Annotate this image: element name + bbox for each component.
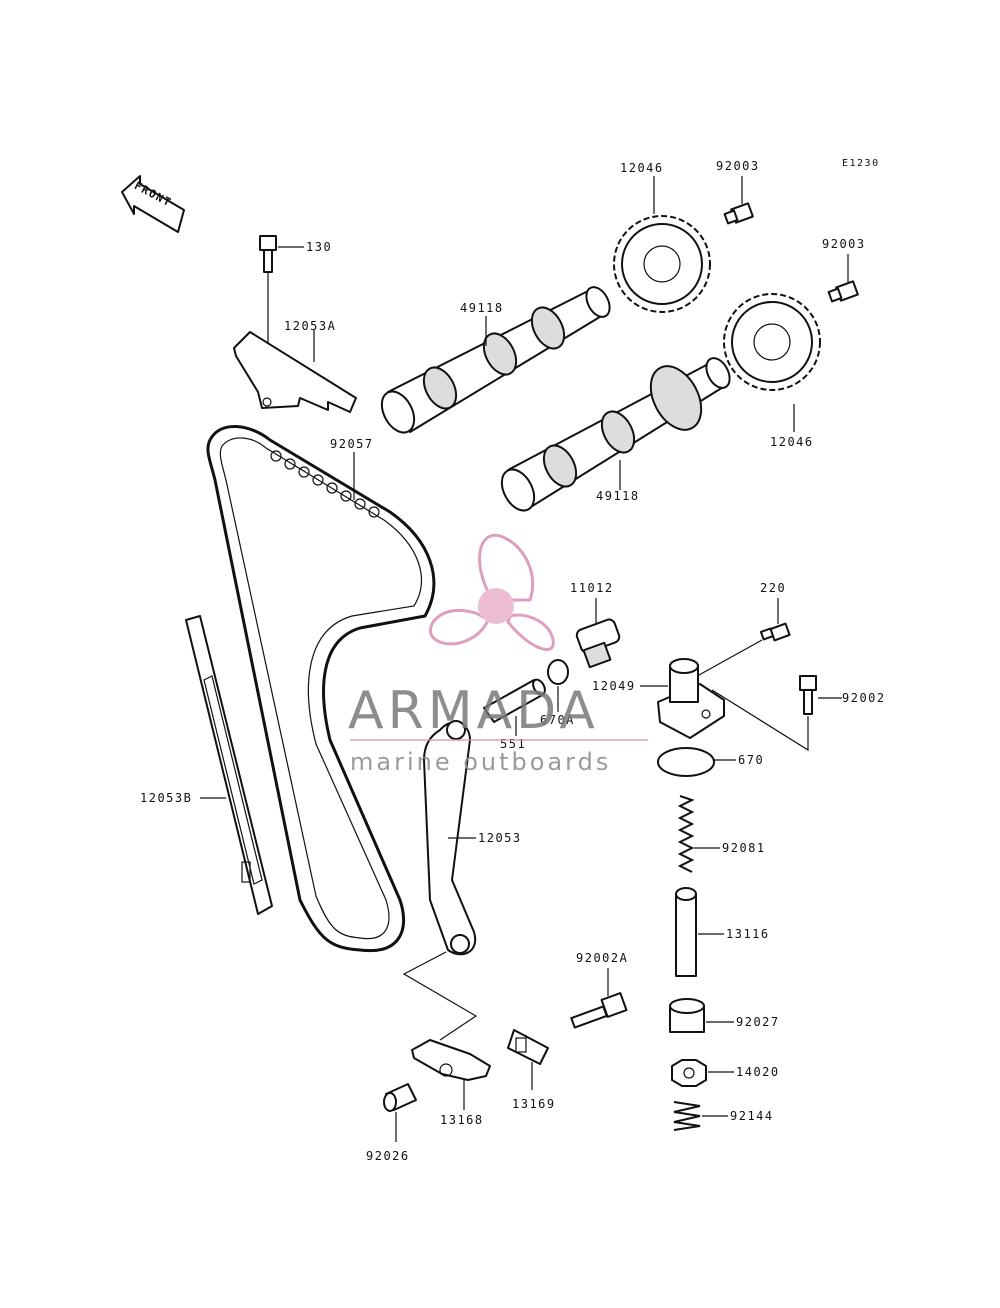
label-11012: 11012	[570, 581, 614, 595]
plunger-13116-icon	[675, 887, 697, 977]
label-13116: 13116	[726, 927, 770, 941]
label-670a: 670A	[540, 713, 575, 727]
pin-551-icon	[483, 678, 546, 723]
label-92026: 92026	[366, 1149, 410, 1163]
front-arrow-icon: FRONT	[121, 175, 185, 233]
diagram-code: E1230	[842, 158, 880, 169]
o-ring-670-icon	[657, 747, 715, 777]
tensioner-body-12049-icon	[657, 658, 725, 739]
label-12046-right: 12046	[770, 435, 814, 449]
label-12053a: 12053A	[284, 319, 336, 333]
label-92003-right: 92003	[822, 237, 866, 251]
label-92081: 92081	[722, 841, 766, 855]
label-12053: 12053	[478, 831, 522, 845]
spring-92081-icon	[677, 795, 695, 873]
label-13169: 13169	[512, 1097, 556, 1111]
label-49118-bottom: 49118	[596, 489, 640, 503]
nut-14020-icon	[671, 1059, 707, 1087]
o-ring-670a-icon	[547, 659, 569, 685]
plate-13169-icon	[507, 1029, 549, 1065]
label-92027: 92027	[736, 1015, 780, 1029]
label-220: 220	[760, 581, 786, 595]
watermark-tagline: marine outboards	[350, 748, 611, 776]
armada-watermark-logo: ARMADA marine outboards	[348, 533, 648, 776]
chain-guide-12053a-icon	[233, 331, 357, 413]
bolt-92002-icon	[799, 675, 817, 715]
label-13168: 13168	[440, 1113, 484, 1127]
bracket-13168-icon	[411, 1039, 491, 1081]
label-14020: 14020	[736, 1065, 780, 1079]
label-49118-top: 49118	[460, 301, 504, 315]
camshaft-top-icon	[380, 286, 611, 434]
bolt-220-icon	[759, 622, 791, 642]
label-12046-top: 12046	[620, 161, 664, 175]
spring-92144-icon	[673, 1101, 701, 1131]
bolt-92003-top-icon	[723, 202, 754, 225]
chain-guide-12053b-icon	[185, 615, 273, 915]
label-92144: 92144	[730, 1109, 774, 1123]
bolt-92003-right-icon	[827, 280, 859, 303]
label-130: 130	[306, 240, 332, 254]
label-670: 670	[738, 753, 764, 767]
propeller-icon	[429, 533, 555, 651]
cap-bolt-11012-icon	[575, 618, 621, 669]
collar-92026-icon	[383, 1083, 417, 1112]
bolt-92002a-icon	[570, 992, 628, 1029]
sleeve-92027-icon	[669, 998, 705, 1033]
label-92057: 92057	[330, 437, 374, 451]
label-92003-top: 92003	[716, 159, 760, 173]
camshaft-bottom-icon	[500, 357, 731, 512]
label-92002a: 92002A	[576, 951, 628, 965]
label-12053b: 12053B	[140, 791, 192, 805]
label-12049: 12049	[592, 679, 636, 693]
watermark-brand: ARMADA	[348, 681, 599, 741]
label-92002: 92002	[842, 691, 886, 705]
sprocket-right-icon	[723, 293, 821, 391]
cam-chain-icon	[206, 425, 436, 953]
chain-links	[270, 450, 380, 518]
sprocket-top-icon	[613, 215, 711, 313]
